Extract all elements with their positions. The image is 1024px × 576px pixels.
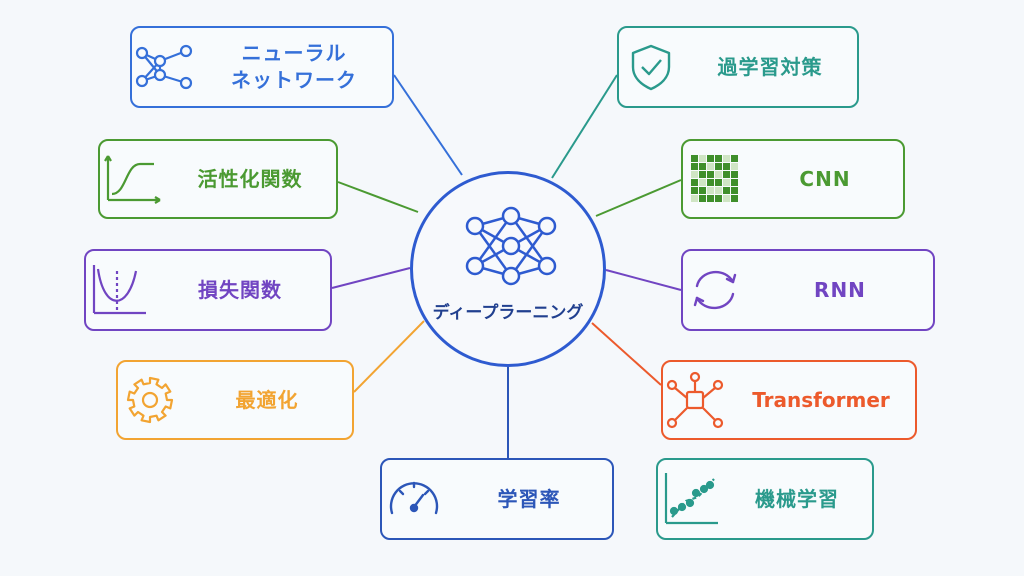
node-label: 学習率 (497, 486, 561, 511)
node-label-line: ニューラル (241, 41, 347, 65)
node-label-line: ネットワーク (231, 68, 357, 92)
network-graph-icon (132, 41, 196, 93)
trend-chart-icon (658, 473, 722, 525)
connector-transformer (591, 322, 662, 386)
center-label: ディープラーニング (432, 303, 584, 323)
node-transformer: Transformer (661, 360, 917, 440)
center-node: ディープラーニング (410, 171, 606, 367)
node-cnn: CNN (681, 139, 905, 219)
connector-loss (331, 267, 411, 289)
node-label: CNN (799, 166, 851, 191)
connector-optimization (353, 320, 425, 393)
sigmoid-curve-icon (100, 153, 164, 205)
node-optimization: 最適化 (116, 360, 354, 440)
cycle-arrows-icon (683, 264, 747, 316)
connector-activation (337, 181, 419, 213)
connector-overfitting (551, 74, 618, 179)
node-label: 機械学習 (755, 486, 839, 511)
node-activation: 活性化関数 (98, 139, 338, 219)
node-label: 活性化関数 (197, 166, 303, 191)
gear-icon (118, 374, 182, 426)
node-overfitting: 過学習対策 (617, 26, 859, 108)
node-label: 損失関数 (198, 277, 282, 302)
node-label: 最適化 (235, 387, 299, 412)
attention-hub-icon (663, 371, 727, 429)
connector-neural-network (393, 74, 463, 176)
connector-cnn (595, 179, 682, 217)
neural-network-icon (461, 204, 561, 290)
grid-icon (683, 153, 747, 205)
node-label: Transformer (752, 387, 890, 412)
loss-curve-icon (86, 264, 150, 316)
node-machine-learning: 機械学習 (656, 458, 874, 540)
node-learning-rate: 学習率 (380, 458, 614, 540)
node-label: 過学習対策 (717, 54, 823, 79)
node-rnn: RNN (681, 249, 935, 331)
connector-rnn (605, 269, 682, 291)
shield-check-icon (619, 41, 683, 93)
node-loss: 損失関数 (84, 249, 332, 331)
node-label: RNN (814, 277, 866, 302)
node-neural-network: ニューラル ネットワーク (130, 26, 394, 108)
gauge-icon (382, 473, 446, 525)
